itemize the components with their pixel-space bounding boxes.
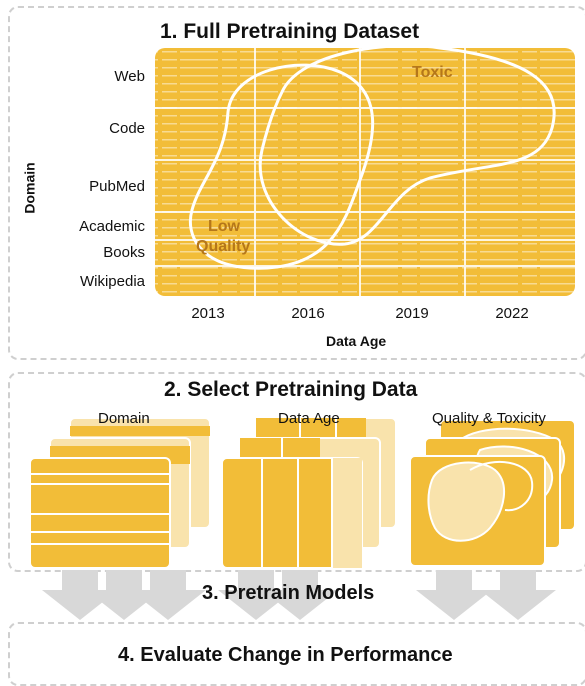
domain-label-pubmed: PubMed xyxy=(89,178,145,195)
year-label-2013: 2013 xyxy=(191,305,225,322)
x-axis-title: Data Age xyxy=(326,333,387,349)
step3-title: 3. Pretrain Models xyxy=(202,582,375,604)
domain-label-books: Books xyxy=(103,244,145,261)
data-age-card-stack xyxy=(221,417,397,569)
step4-title: 4. Evaluate Change in Performance xyxy=(118,644,453,666)
year-label-2019: 2019 xyxy=(395,305,429,322)
domain-age-grid xyxy=(155,44,575,296)
domain-label-code: Code xyxy=(109,120,145,137)
low-quality-label-line2: Quality xyxy=(196,238,251,255)
step1-title: 1. Full Pretraining Dataset xyxy=(160,20,420,43)
y-axis-title: Domain xyxy=(21,162,38,214)
low-quality-label-line1: Low xyxy=(208,218,240,235)
year-label-2016: 2016 xyxy=(291,305,325,322)
low-quality-region xyxy=(188,63,375,270)
card-label-domain: Domain xyxy=(98,410,150,427)
domain-card-stack xyxy=(29,417,211,569)
step2-title: 2. Select Pretraining Data xyxy=(164,378,418,401)
card-label-quality-toxicity: Quality & Toxicity xyxy=(432,410,546,427)
domain-label-academic: Academic xyxy=(79,218,145,235)
toxic-region xyxy=(258,44,556,246)
quality-toxicity-card-stack xyxy=(409,419,576,567)
year-label-2022: 2022 xyxy=(495,305,529,322)
toxic-label: Toxic xyxy=(412,64,453,81)
card-label-data-age: Data Age xyxy=(278,410,340,427)
panel-full-dataset xyxy=(8,6,585,360)
pretrain-arrows xyxy=(42,570,556,620)
domain-label-web: Web xyxy=(114,68,145,85)
domain-label-wikipedia: Wikipedia xyxy=(79,273,145,290)
